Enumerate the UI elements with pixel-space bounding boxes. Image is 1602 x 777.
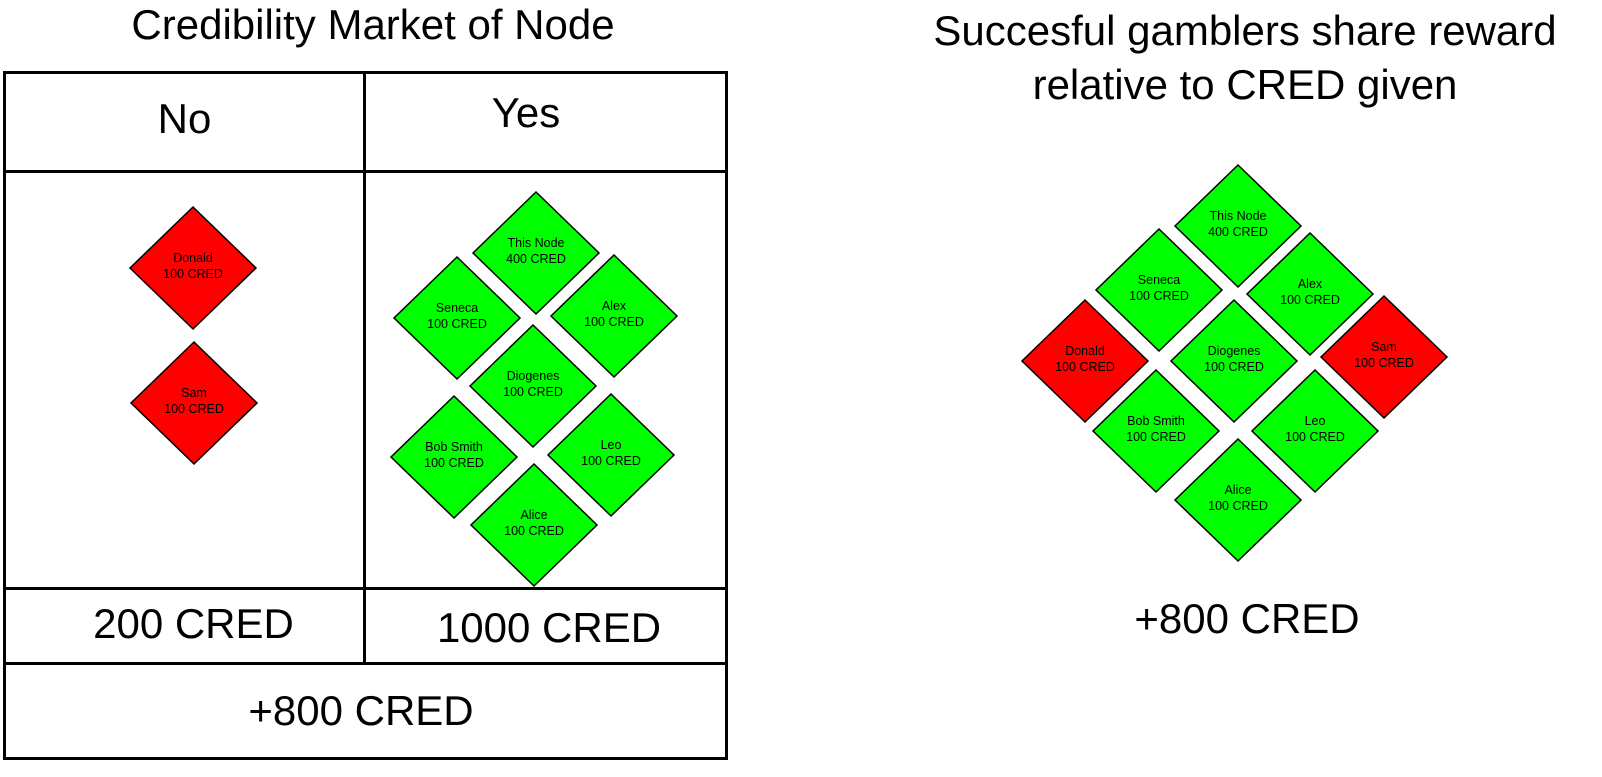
diamond-shape <box>549 253 679 379</box>
market-title: Credibility Market of Node <box>131 1 615 48</box>
node-name: This Node <box>507 236 565 250</box>
node-cred: 400 CRED <box>1208 225 1268 239</box>
node-cred: 100 CRED <box>424 456 484 470</box>
reward-node-leo: Leo 100 CRED <box>1250 368 1380 494</box>
diamond-shape <box>1169 298 1299 424</box>
node-name: Bob Smith <box>1127 414 1185 428</box>
node-cred: 100 CRED <box>427 317 487 331</box>
diamond-shape <box>392 255 522 381</box>
reward-title-line-1: Succesful gamblers share reward <box>933 7 1557 54</box>
reward-title-line-2: relative to CRED given <box>1032 61 1458 108</box>
node-cred: 100 CRED <box>1126 430 1186 444</box>
node-name: Seneca <box>435 301 479 315</box>
node-name: Diogenes <box>1207 344 1261 358</box>
diamond-shape <box>1173 163 1303 289</box>
node-cred: 100 CRED <box>164 402 224 416</box>
market-no-node-donald: Donald 100 CRED <box>128 205 258 331</box>
node-name: Leo <box>600 438 622 452</box>
node-name: Donald <box>173 251 213 265</box>
diamond-shape <box>469 462 599 588</box>
node-name: Seneca <box>1137 273 1181 287</box>
diamond-shape <box>471 190 601 316</box>
node-name: This Node <box>1209 209 1267 223</box>
diamond-shape <box>468 323 598 449</box>
diamond-shape <box>129 340 259 466</box>
node-cred: 100 CRED <box>163 267 223 281</box>
diamond-shape <box>1020 298 1150 424</box>
market-yes-node-bob-smith: Bob Smith 100 CRED <box>389 394 519 520</box>
node-name: Donald <box>1065 344 1105 358</box>
node-name: Leo <box>1304 414 1326 428</box>
market-yes-node-diogenes: Diogenes 100 CRED <box>468 323 598 449</box>
reward-node-this-node: This Node 400 CRED <box>1173 163 1303 289</box>
node-name: Alice <box>1224 483 1252 497</box>
node-cred: 100 CRED <box>1280 293 1340 307</box>
node-name: Alex <box>601 299 627 313</box>
node-cred: 100 CRED <box>584 315 644 329</box>
reward-node-diogenes: Diogenes 100 CRED <box>1169 298 1299 424</box>
market-yes-node-seneca: Seneca 100 CRED <box>392 255 522 381</box>
market-yes-node-alex: Alex 100 CRED <box>549 253 679 379</box>
node-name: Diogenes <box>506 369 560 383</box>
diamond-shape <box>389 394 519 520</box>
node-cred: 100 CRED <box>581 454 641 468</box>
no-total: 200 CRED <box>93 600 294 647</box>
node-name: Alice <box>520 508 548 522</box>
node-cred: 100 CRED <box>1285 430 1345 444</box>
diamond-shape <box>546 392 676 518</box>
market-yes-node-this-node: This Node 400 CRED <box>471 190 601 316</box>
node-name: Bob Smith <box>425 440 483 454</box>
node-cred: 100 CRED <box>1129 289 1189 303</box>
yes-total: 1000 CRED <box>436 604 662 651</box>
node-cred: 100 CRED <box>1208 499 1268 513</box>
node-cred: 100 CRED <box>1354 356 1414 370</box>
reward-node-bob-smith: Bob Smith 100 CRED <box>1091 368 1221 494</box>
market-no-node-sam: Sam 100 CRED <box>129 340 259 466</box>
node-name: Sam <box>181 386 207 400</box>
diamond-shape <box>1173 437 1303 563</box>
market-yes-node-leo: Leo 100 CRED <box>546 392 676 518</box>
reward-node-donald: Donald 100 CRED <box>1020 298 1150 424</box>
node-cred: 100 CRED <box>503 385 563 399</box>
diamond-shape <box>1250 368 1380 494</box>
diamond-shape <box>1094 227 1224 353</box>
reward-node-alice: Alice 100 CRED <box>1173 437 1303 563</box>
node-cred: 100 CRED <box>1204 360 1264 374</box>
yes-column-header: Yes <box>491 89 561 136</box>
reward-node-sam: Sam 100 CRED <box>1319 294 1449 420</box>
node-cred: 100 CRED <box>504 524 564 538</box>
no-column-header: No <box>157 95 212 142</box>
reward-total: +800 CRED <box>1134 595 1360 642</box>
market-yes-node-alice: Alice 100 CRED <box>469 462 599 588</box>
node-cred: 400 CRED <box>506 252 566 266</box>
node-name: Sam <box>1371 340 1397 354</box>
diamond-shape <box>1319 294 1449 420</box>
node-name: Alex <box>1297 277 1323 291</box>
diamond-shape <box>1245 231 1375 357</box>
diamond-shape <box>128 205 258 331</box>
diamond-shape <box>1091 368 1221 494</box>
reward-node-alex: Alex 100 CRED <box>1245 231 1375 357</box>
reward-node-seneca: Seneca 100 CRED <box>1094 227 1224 353</box>
net-total: +800 CRED <box>248 687 474 734</box>
node-cred: 100 CRED <box>1055 360 1115 374</box>
